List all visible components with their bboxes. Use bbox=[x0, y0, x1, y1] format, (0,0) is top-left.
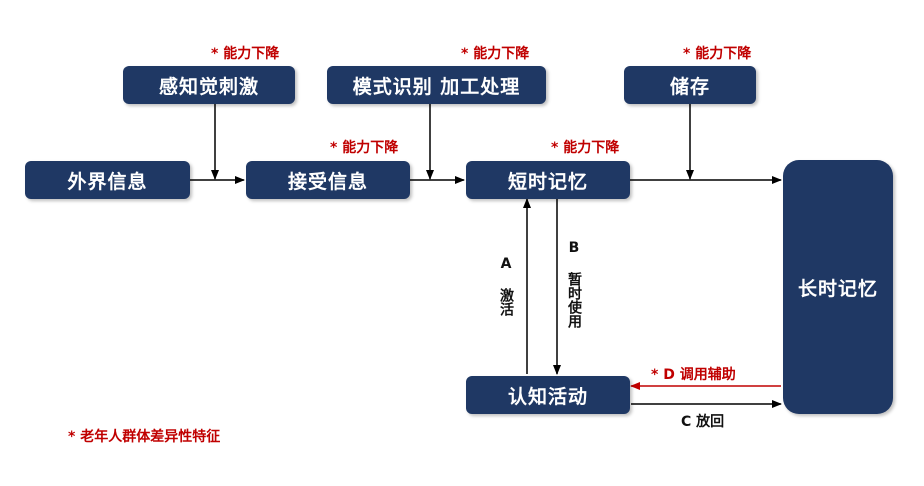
label-c-return: C 放回 bbox=[681, 414, 725, 430]
node-cognitive: 认知活动 bbox=[466, 376, 630, 414]
node-receive-info-label: 接受信息 bbox=[287, 170, 368, 193]
note-legend: * 老年人群体差异性特征 bbox=[68, 429, 221, 445]
node-long-term-label: 长时记忆 bbox=[797, 277, 878, 300]
node-short-term: 短时记忆 bbox=[466, 161, 630, 199]
node-pattern-recog: 模式识别 加工处理 bbox=[327, 66, 546, 104]
note-d-assist: * D 调用辅助 bbox=[651, 367, 736, 383]
note-decline-receive: * 能力下降 bbox=[330, 140, 399, 156]
note-decline-sensory: * 能力下降 bbox=[211, 46, 280, 62]
node-long-term: 长时记忆 bbox=[783, 160, 893, 414]
note-decline-short-term: * 能力下降 bbox=[551, 140, 620, 156]
node-cognitive-label: 认知活动 bbox=[507, 385, 588, 408]
note-decline-pattern: * 能力下降 bbox=[461, 46, 530, 62]
node-storage: 储存 bbox=[624, 66, 756, 104]
label-a-activate: A 激活 bbox=[498, 256, 514, 316]
node-sensory-stim: 感知觉刺激 bbox=[123, 66, 295, 104]
node-pattern-recog-label: 模式识别 加工处理 bbox=[352, 75, 521, 98]
node-sensory-stim-label: 感知觉刺激 bbox=[158, 75, 259, 98]
node-storage-label: 储存 bbox=[669, 75, 710, 98]
node-short-term-label: 短时记忆 bbox=[507, 170, 588, 193]
node-external-info: 外界信息 bbox=[25, 161, 190, 199]
node-receive-info: 接受信息 bbox=[246, 161, 410, 199]
label-b-temp-use: B 暂时使用 bbox=[566, 240, 582, 328]
node-external-info-label: 外界信息 bbox=[67, 170, 148, 193]
note-decline-storage: * 能力下降 bbox=[683, 46, 752, 62]
